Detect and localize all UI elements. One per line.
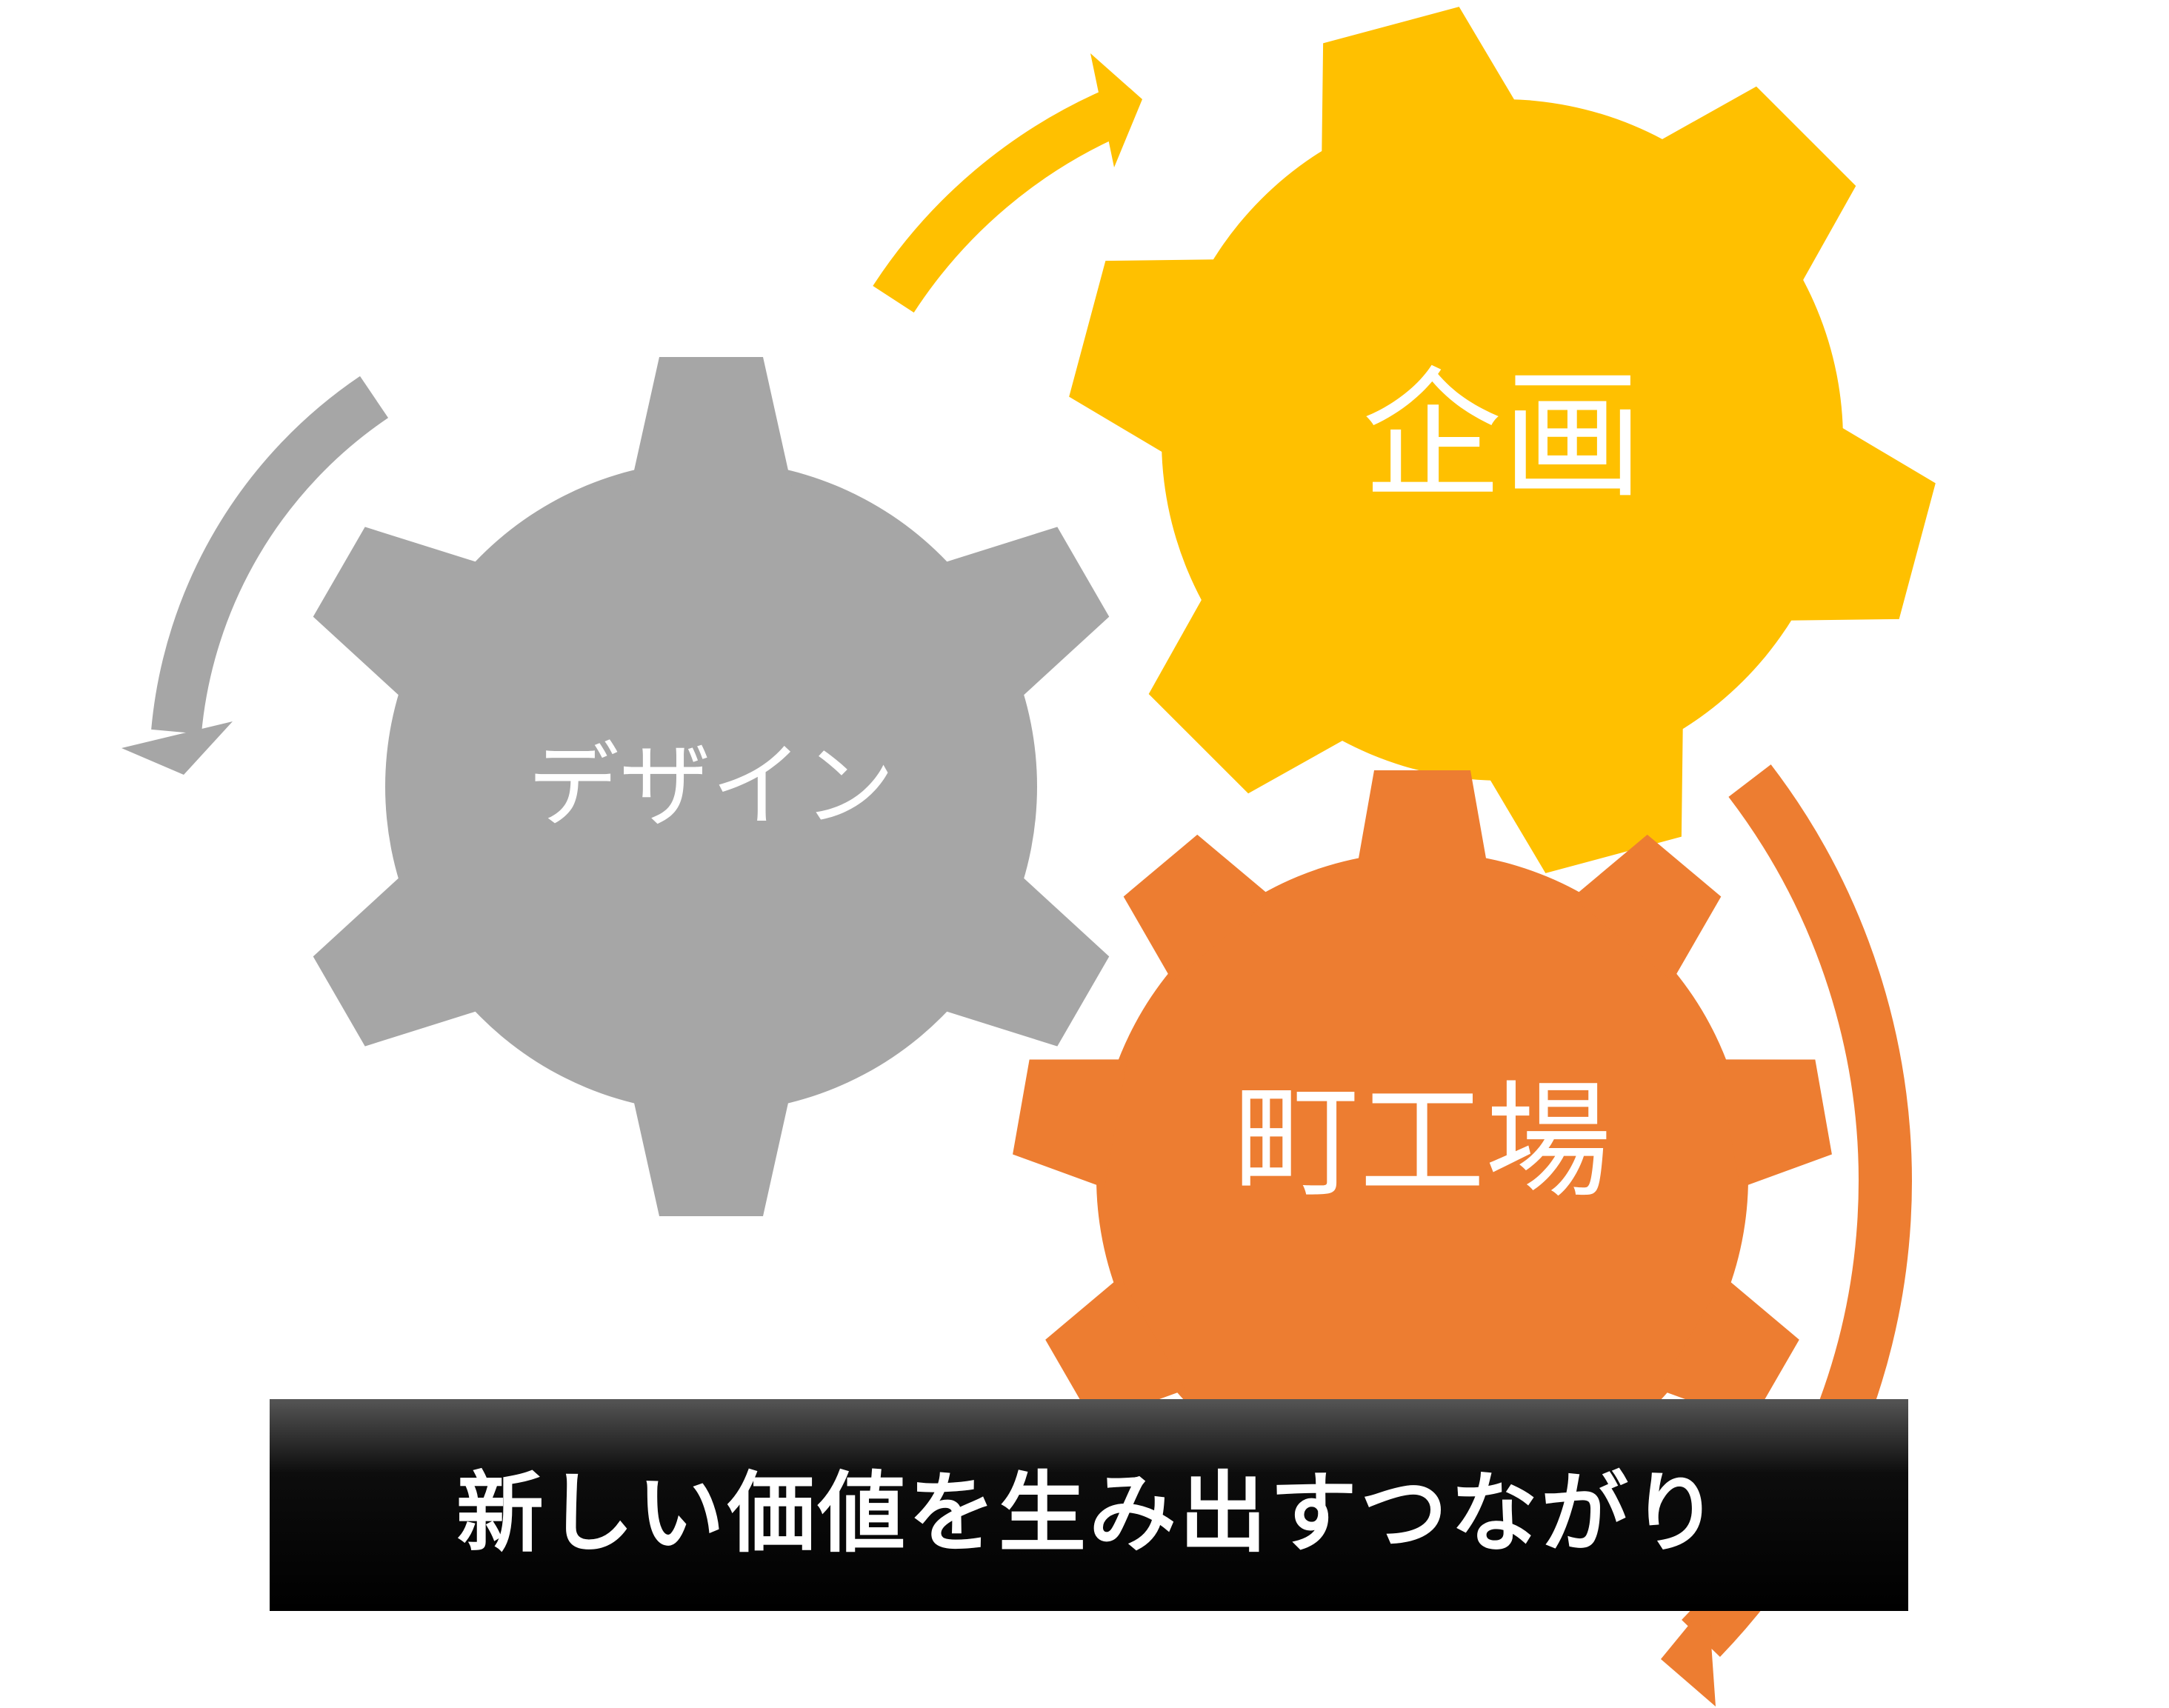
gray-arrow-head (121, 721, 233, 775)
gear-design: デザイン (313, 357, 1110, 1216)
gear-factory-label: 町工場 (1233, 1069, 1611, 1215)
orange-arrow-head (1661, 1601, 1716, 1707)
yellow-arrow-head (1090, 53, 1142, 167)
banner-text: 新しい価値を生み出すつながり (456, 1461, 1722, 1564)
gear-planning: 企画 (1069, 7, 1936, 873)
yellow-cycle-arrow (873, 53, 1142, 313)
gray-arrow-body (151, 376, 389, 735)
gear-design-label: デザイン (527, 733, 895, 840)
gear-planning-label: 企画 (1362, 354, 1643, 518)
gray-cycle-arrow (121, 376, 389, 775)
message-banner: 新しい価値を生み出すつながり (270, 1399, 1908, 1611)
yellow-arrow-body (873, 88, 1127, 313)
